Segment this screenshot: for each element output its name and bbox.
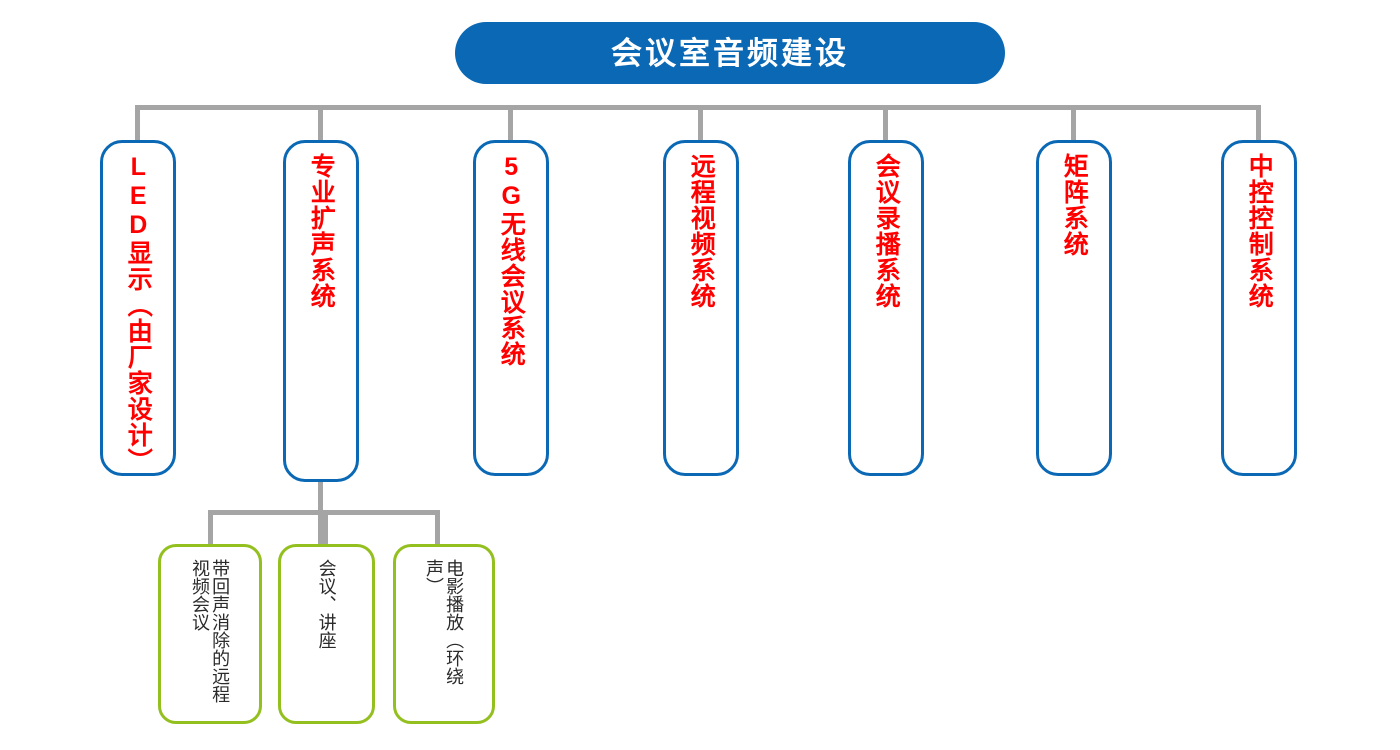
node-label-meeting-lecture: 会议、讲座 (316, 559, 337, 649)
connector-drop-central-control (1256, 105, 1261, 143)
node-5g-wireless-conf[interactable]: 5G无线会议系统 (473, 140, 549, 476)
page-title: 会议室音频建设 (611, 35, 849, 71)
node-matrix-system[interactable]: 矩阵系统 (1036, 140, 1112, 476)
connector-drop-matrix-system (1071, 105, 1076, 143)
root-node-conference-audio[interactable]: 会议室音频建设 (455, 22, 1005, 84)
node-remote-video[interactable]: 远程视频系统 (663, 140, 739, 476)
node-label-movie-playback: 电影播放（环绕声） (424, 559, 465, 685)
node-label-led-display: LED显示（由厂家设计） (124, 153, 153, 474)
node-pro-sound[interactable]: 专业扩声系统 (283, 140, 359, 482)
node-label-remote-video: 远程视频系统 (687, 153, 716, 309)
connector-drop-conf-recording (883, 105, 888, 143)
node-label-aec-remote-video: 带回声消除的远程视频会议 (190, 559, 231, 703)
node-aec-remote-video[interactable]: 带回声消除的远程视频会议 (158, 544, 262, 724)
connector-drop-led-display (135, 105, 140, 143)
node-central-control[interactable]: 中控控制系统 (1221, 140, 1297, 476)
connector-drop-aec-remote-video (208, 510, 213, 548)
connector-drop-5g-wireless-conf (508, 105, 513, 143)
node-label-5g-wireless-conf: 5G无线会议系统 (497, 153, 526, 367)
node-label-pro-sound: 专业扩声系统 (307, 153, 336, 309)
node-conf-recording[interactable]: 会议录播系统 (848, 140, 924, 476)
connector-drop-movie-playback (435, 510, 440, 548)
connector-drop-meeting-lecture (323, 510, 328, 548)
connector-drop-pro-sound (318, 105, 323, 143)
node-label-conf-recording: 会议录播系统 (872, 153, 901, 309)
node-label-central-control: 中控控制系统 (1245, 153, 1274, 309)
node-label-matrix-system: 矩阵系统 (1060, 153, 1089, 257)
node-meeting-lecture[interactable]: 会议、讲座 (278, 544, 375, 724)
node-movie-playback[interactable]: 电影播放（环绕声） (393, 544, 495, 724)
connector-top-horizontal-spine (135, 105, 1260, 110)
connector-drop-remote-video (698, 105, 703, 143)
node-led-display[interactable]: LED显示（由厂家设计） (100, 140, 176, 476)
